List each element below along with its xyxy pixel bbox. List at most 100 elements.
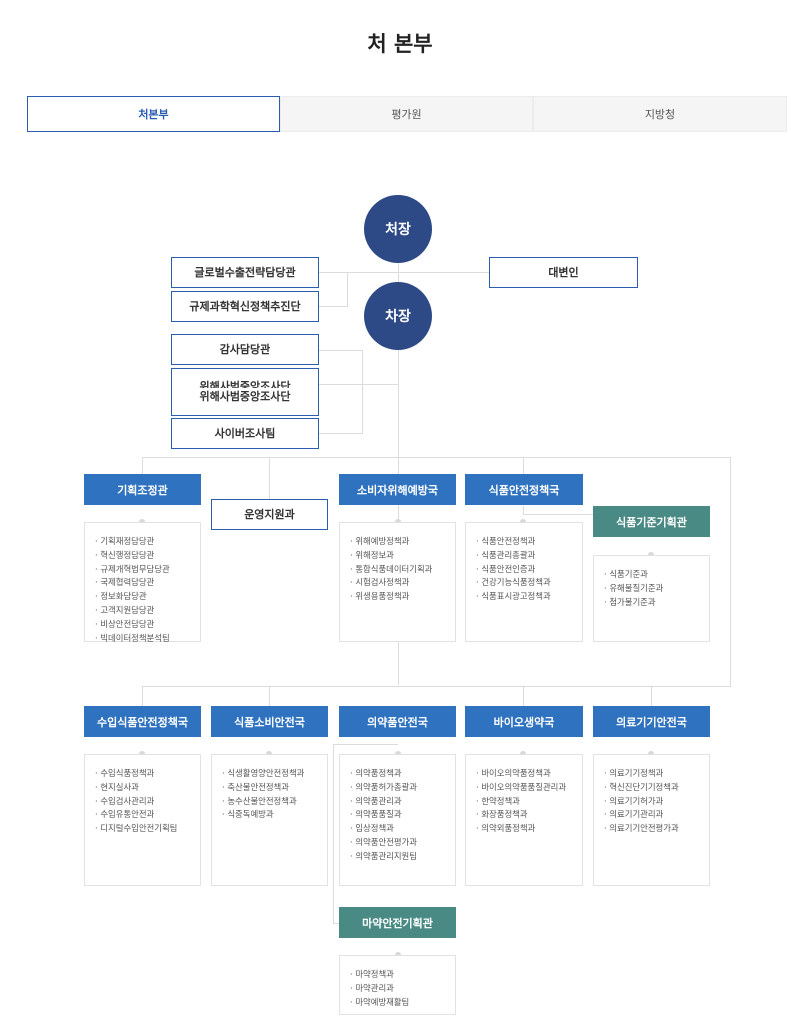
connector-line (333, 744, 398, 745)
head-node[interactable]: 처장 (364, 195, 432, 263)
list-item[interactable]: 규제개혁법무담당관 (95, 563, 192, 577)
dept-narcotics-list: 마약정책과 마약관리과 마약예방재활팀 (339, 955, 456, 1015)
dept-drug-safety-header[interactable]: 의약품안전국 (339, 706, 456, 737)
list-item[interactable]: 의료기기정책과 (604, 767, 701, 781)
audit-office[interactable]: 감사담당관 (171, 334, 319, 365)
connector-line (523, 514, 593, 515)
list-item[interactable]: 식품기준과 (604, 568, 701, 582)
list-item[interactable]: 마약정책과 (350, 968, 447, 982)
list-item[interactable]: 통합식품데이터기획과 (350, 563, 447, 577)
list-item[interactable]: 바이오의약품정책과 (476, 767, 574, 781)
hazard-investigation-office[interactable]: 위해사범중앙조사단 위해사범중앙조사단 (171, 368, 319, 416)
tab-headquarters[interactable]: 처본부 (27, 96, 280, 132)
list-item[interactable]: 비상안전담당관 (95, 618, 192, 632)
page-title: 처 본부 (367, 32, 433, 56)
dept-food-consumption-list: 식생활영양안전정책과 축산물안전정책과 농수산물안전정책과 식중독예방과 (211, 754, 328, 886)
list-item[interactable]: 한약정책과 (476, 795, 574, 809)
dept-operations-support[interactable]: 운영지원과 (211, 499, 328, 530)
list-item[interactable]: 수입식품정책과 (95, 767, 192, 781)
list-item[interactable]: 의약외품정책과 (476, 822, 574, 836)
list-item[interactable]: 정보화담당관 (95, 590, 192, 604)
tab-evaluation-institute[interactable]: 평가원 (280, 96, 533, 132)
dept-bio-herbal-header[interactable]: 바이오생약국 (465, 706, 583, 737)
connector-line (523, 457, 524, 475)
dept-import-food-list: 수입식품정책과 현지실사과 수입검사관리과 수입유통안전과 디지털수입안전기획팀 (84, 754, 201, 886)
list-item[interactable]: 식품안전정책과 (476, 535, 574, 549)
connector-line (142, 686, 143, 706)
connector-line (730, 457, 731, 686)
list-item[interactable]: 디지털수입안전기획팀 (95, 822, 192, 836)
dept-food-standards-header[interactable]: 식품기준기획관 (593, 506, 710, 537)
list-item[interactable]: 의료기기안전평가과 (604, 822, 701, 836)
dept-bio-herbal-list: 바이오의약품정책과 바이오의약품품질관리과 한약정책과 화장품정책과 의약외품정… (465, 754, 583, 886)
global-export-office[interactable]: 글로벌수출전략담당관 (171, 257, 319, 288)
connector-line (333, 923, 339, 924)
connector-line (651, 686, 652, 706)
list-item[interactable]: 수입유통안전과 (95, 808, 192, 822)
list-item[interactable]: 식생활영양안전정책과 (222, 767, 319, 781)
list-item[interactable]: 유해물질기준과 (604, 582, 701, 596)
list-item[interactable]: 식중독예방과 (222, 808, 319, 822)
list-item[interactable]: 위해정보과 (350, 549, 447, 563)
dept-food-safety-header[interactable]: 식품안전정책국 (465, 474, 583, 505)
list-item[interactable]: 위생용품정책과 (350, 590, 447, 604)
deputy-node[interactable]: 차장 (364, 282, 432, 350)
reg-science-office[interactable]: 규제과학혁신정책추진단 (171, 291, 319, 322)
list-item[interactable]: 의약품정책과 (350, 767, 447, 781)
list-item[interactable]: 마약관리과 (350, 982, 447, 996)
connector-line (523, 686, 524, 706)
list-item[interactable]: 의료기기관리과 (604, 808, 701, 822)
list-item[interactable]: 의약품품질과 (350, 808, 447, 822)
connector-line (142, 457, 143, 475)
dept-food-consumption-header[interactable]: 식품소비안전국 (211, 706, 328, 737)
spokesperson-office[interactable]: 대변인 (489, 257, 638, 288)
list-item[interactable]: 고객지원담당관 (95, 604, 192, 618)
list-item[interactable]: 의약품안전평가과 (350, 836, 447, 850)
list-item[interactable]: 국제협력담당관 (95, 576, 192, 590)
cyber-investigation-team[interactable]: 사이버조사팀 (171, 418, 319, 449)
list-item[interactable]: 기획재정담당관 (95, 535, 192, 549)
list-item[interactable]: 의약품허가총괄과 (350, 781, 447, 795)
connector-line (269, 457, 270, 499)
hazard-investigation-label: 위해사범중앙조사단 (199, 389, 291, 403)
list-item[interactable]: 축산물안전정책과 (222, 781, 319, 795)
list-item[interactable]: 마약예방재활팀 (350, 996, 447, 1010)
connector-line (347, 272, 348, 307)
list-item[interactable]: 의약품관리과 (350, 795, 447, 809)
dept-food-standards-list: 식품기준과 유해물질기준과 첨가물기준과 (593, 555, 710, 642)
row2-bus-line (142, 686, 731, 687)
list-item[interactable]: 식품안전인증과 (476, 563, 574, 577)
hazard-investigation-label-echo: 위해사범중앙조사단 (199, 379, 291, 388)
list-item[interactable]: 식품표시광고정책과 (476, 590, 574, 604)
trunk-line (398, 255, 399, 685)
connector-line (523, 506, 524, 514)
connector-line (362, 350, 363, 434)
connector-line (318, 384, 398, 385)
list-item[interactable]: 수입검사관리과 (95, 795, 192, 809)
list-item[interactable]: 빅데이터정책분석팀 (95, 632, 192, 646)
list-item[interactable]: 현지실사과 (95, 781, 192, 795)
list-item[interactable]: 건강기능식품정책과 (476, 576, 574, 590)
list-item[interactable]: 농수산물안전정책과 (222, 795, 319, 809)
list-item[interactable]: 식품관리총괄과 (476, 549, 574, 563)
list-item[interactable]: 혁신행정담당관 (95, 549, 192, 563)
list-item[interactable]: 의약품관리지원팀 (350, 850, 447, 864)
dept-planning-header[interactable]: 기획조정관 (84, 474, 201, 505)
list-item[interactable]: 바이오의약품품질관리과 (476, 781, 574, 795)
list-item[interactable]: 화장품정책과 (476, 808, 574, 822)
list-item[interactable]: 위해예방정책과 (350, 535, 447, 549)
tab-regional-offices[interactable]: 지방청 (533, 96, 787, 132)
list-item[interactable]: 의료기기허가과 (604, 795, 701, 809)
dept-import-food-header[interactable]: 수입식품안전정책국 (84, 706, 201, 737)
list-item[interactable]: 시험검사정책과 (350, 576, 447, 590)
connector-line (318, 272, 489, 273)
connector-line (269, 686, 270, 706)
dept-narcotics-header[interactable]: 마약안전기획관 (339, 907, 456, 938)
dept-drug-safety-list: 의약품정책과 의약품허가총괄과 의약품관리과 의약품품질과 임상정책과 의약품안… (339, 754, 456, 886)
dept-consumer-hazard-header[interactable]: 소비자위해예방국 (339, 474, 456, 505)
list-item[interactable]: 혁신진단기기정책과 (604, 781, 701, 795)
connector-line (318, 306, 348, 307)
list-item[interactable]: 임상정책과 (350, 822, 447, 836)
list-item[interactable]: 첨가물기준과 (604, 596, 701, 610)
dept-medical-device-header[interactable]: 의료기기안전국 (593, 706, 710, 737)
